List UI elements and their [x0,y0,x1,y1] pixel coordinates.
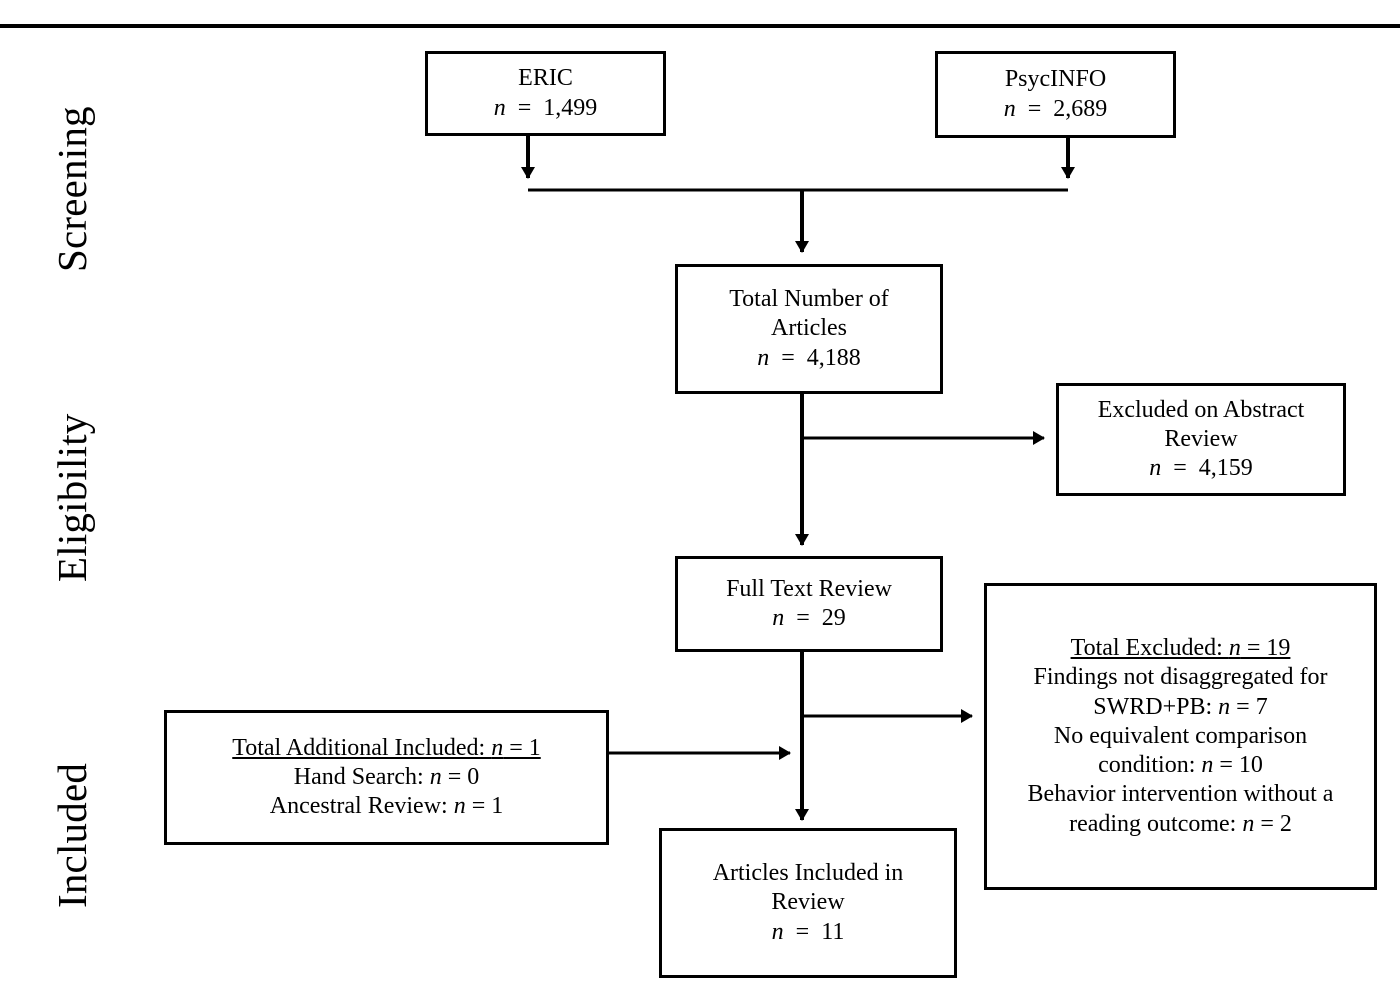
node-additional-included: Total Additional Included: n = 1 Hand Se… [164,710,609,845]
node-total-excluded-reason-1-line2: SWRD+PB: n = 7 [1093,693,1268,720]
node-total-excluded: Total Excluded: n = 19 Findings not disa… [984,583,1377,890]
node-articles-included: Articles Included in Review n = 11 [659,828,957,978]
n-symbol: n [772,605,785,631]
n-symbol: n [1003,95,1016,122]
equals-sign: = [1167,455,1193,482]
node-additional-included-source-1: Hand Search: n = 0 [293,763,480,790]
node-psycinfo: PsycINFO n = 2,689 [935,51,1176,138]
node-total-excluded-reason-1-line1: Findings not disaggregated for [1033,664,1328,691]
node-total-articles-count: n = 4,188 [757,344,861,373]
node-additional-included-source-2: Ancestral Review: n = 1 [269,793,504,820]
node-psycinfo-count: n = 2,689 [1004,95,1108,124]
equals-sign: = [511,94,538,121]
top-horizontal-rule [0,24,1400,28]
node-total-excluded-reason-2-line1: No equivalent comparison [1053,722,1308,749]
node-excluded-abstract-count-value: 4,159 [1198,455,1253,482]
stage-label-screening: Screening [49,106,95,272]
node-total-excluded-reason-2-line2: condition: n = 10 [1098,752,1263,779]
node-total-articles-title-line1: Total Number of [729,286,889,313]
stage-label-included: Included [49,762,95,908]
node-full-text-review-title: Full Text Review [726,575,892,602]
node-eric-count-value: 1,499 [543,94,598,121]
equals-sign: = [775,344,801,371]
n-symbol: n [757,344,770,371]
node-articles-included-count: n = 11 [772,918,845,947]
node-full-text-review-count-value: 29 [821,605,846,631]
node-full-text-review: Full Text Review n = 29 [675,556,943,652]
n-symbol: n [1149,455,1162,482]
equals-sign: = [1021,95,1048,122]
stage-label-eligibility: Eligibility [49,413,95,582]
node-total-excluded-reason-3-line2: reading outcome: n = 2 [1069,810,1292,837]
node-total-articles-count-value: 4,188 [806,344,861,371]
node-full-text-review-count: n = 29 [772,604,846,633]
node-psycinfo-count-value: 2,689 [1053,95,1108,122]
equals-sign: = [790,605,816,631]
node-articles-included-title-line1: Articles Included in [712,860,904,887]
node-eric: ERIC n = 1,499 [425,51,666,136]
n-symbol: n [771,918,784,945]
node-eric-title: ERIC [518,65,573,92]
node-total-articles-title-line2: Articles [771,315,847,342]
node-excluded-abstract-title-line2: Review [1164,425,1238,452]
node-total-articles: Total Number of Articles n = 4,188 [675,264,943,394]
node-eric-count: n = 1,499 [494,94,598,123]
node-articles-included-title-line2: Review [771,889,845,916]
node-excluded-abstract-count: n = 4,159 [1149,454,1253,483]
node-psycinfo-title: PsycINFO [1004,66,1107,93]
node-total-excluded-header: Total Excluded: n = 19 [1070,635,1291,662]
equals-sign: = [789,918,816,945]
node-total-excluded-reason-3-line1: Behavior intervention without a [1027,781,1334,808]
node-excluded-abstract: Excluded on Abstract Review n = 4,159 [1056,383,1346,496]
node-excluded-abstract-title-line1: Excluded on Abstract [1097,396,1305,423]
node-articles-included-count-value: 11 [821,918,845,945]
n-symbol: n [493,94,506,121]
node-additional-included-header: Total Additional Included: n = 1 [232,734,541,761]
